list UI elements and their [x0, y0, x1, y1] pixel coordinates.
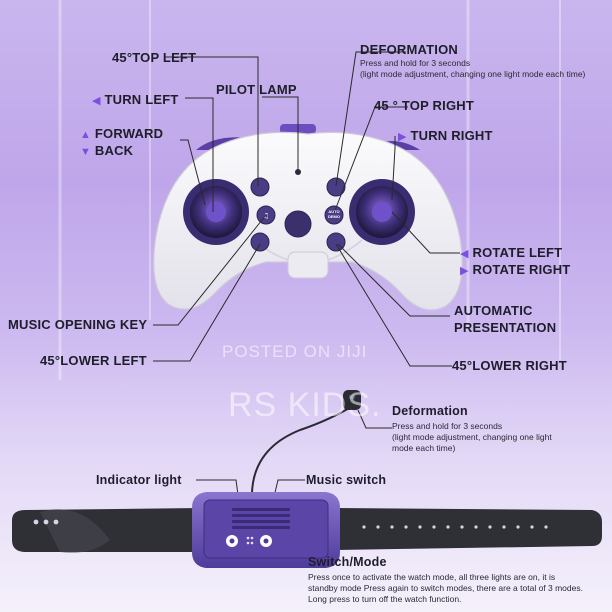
triangle-left-icon: ◀ — [92, 95, 101, 107]
label-top-right-45: 45 ° TOP RIGHT — [374, 98, 474, 113]
watermark-posted: POSTED ON JIJI — [222, 342, 368, 361]
watch-deformation-desc-3: mode each time) — [392, 443, 456, 453]
auto-button-text: AUTO DEMO — [328, 209, 340, 219]
label-turn-right: ▶ TURN RIGHT — [398, 128, 493, 143]
leader-lines — [153, 51, 460, 564]
label-automatic-1: AUTOMATIC — [454, 303, 533, 318]
label-pilot-lamp: PILOT LAMP — [216, 82, 297, 97]
left-joystick — [183, 179, 249, 245]
triangle-left-icon: ◀ — [460, 248, 469, 260]
watch-deformation-desc-1: Press and hold for 3 seconds — [392, 421, 503, 431]
watch-label-deformation: Deformation — [392, 404, 468, 418]
triangle-down-icon: ▼ — [80, 146, 92, 158]
triangle-right-icon: ▶ — [398, 131, 407, 143]
label-rotate-left: ◀ ROTATE LEFT — [460, 245, 563, 260]
label-music-key: MUSIC OPENING KEY — [8, 317, 148, 332]
switch-desc-2: standby mode Press again to switch modes… — [308, 583, 583, 593]
wrist-strap-right — [336, 508, 602, 550]
switch-desc-3: Long press to turn off the watch functio… — [308, 594, 462, 604]
light-streaks — [58, 0, 561, 380]
watch-cable — [250, 403, 357, 501]
watch-face — [192, 492, 340, 568]
label-automatic-2: PRESENTATION — [454, 320, 557, 335]
triangle-right-icon: ▶ — [460, 265, 469, 277]
watch-deformation-desc-2: (light mode adjustment, changing one lig… — [392, 432, 552, 442]
label-back: ▼ BACK — [80, 143, 134, 158]
label-forward: ▲ FORWARD — [80, 126, 164, 141]
label-deformation: DEFORMATION — [360, 42, 459, 57]
strap-holes — [33, 519, 548, 529]
deformation-desc-1: Press and hold for 3 seconds — [360, 58, 471, 68]
watch-label-switch-mode: Switch/Mode — [308, 555, 387, 569]
pilot-lamp — [295, 169, 301, 175]
controller-buttons — [250, 177, 346, 252]
switch-desc-1: Press once to activate the watch mode, a… — [308, 572, 556, 582]
triangle-up-icon: ▲ — [80, 129, 92, 141]
battery-cover — [287, 251, 329, 279]
watch-label-indicator: Indicator light — [96, 473, 182, 487]
label-lower-right-45: 45°LOWER RIGHT — [452, 358, 567, 373]
label-lower-left-45: 45°LOWER LEFT — [40, 353, 147, 368]
wrist-strap — [12, 508, 200, 552]
svg-text:♫: ♫ — [263, 212, 269, 220]
label-turn-left: ◀ TURN LEFT — [92, 92, 179, 107]
label-rotate-right: ▶ ROTATE RIGHT — [460, 262, 571, 277]
label-top-left-45: 45°TOP LEFT — [112, 50, 197, 65]
deformation-desc-2: (light mode adjustment, changing one lig… — [360, 69, 586, 79]
right-joystick — [349, 179, 415, 245]
ring-key — [343, 390, 361, 410]
watch-label-music-switch: Music switch — [306, 473, 387, 487]
watermark-brand: RS KIDS. — [228, 386, 382, 424]
